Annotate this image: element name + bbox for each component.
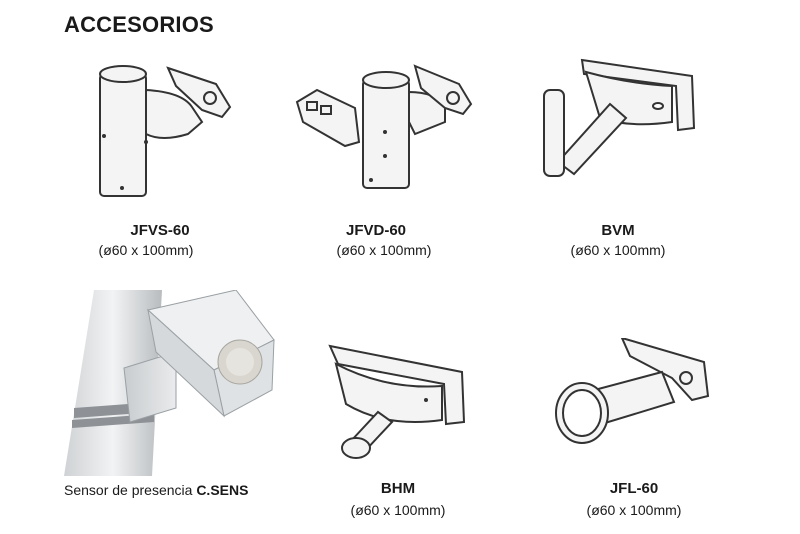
product-name: JFVD-60 bbox=[345, 222, 407, 239]
presence-sensor-photo bbox=[64, 290, 284, 476]
pole-top-bracket-double-icon bbox=[295, 62, 475, 192]
product-dimensions: (ø60 x 100mm) bbox=[98, 242, 194, 258]
pole-top-bracket-single-icon bbox=[92, 62, 232, 202]
product-dimensions: (ø60 x 100mm) bbox=[586, 502, 682, 518]
product-name: JFL-60 bbox=[609, 480, 659, 497]
sensor-name: C.SENS bbox=[196, 482, 249, 498]
side-entry-adapter-icon bbox=[552, 338, 712, 458]
sensor-label: Sensor de presencia bbox=[64, 482, 193, 498]
sensor-caption: Sensor de presencia C.SENS bbox=[64, 482, 248, 498]
product-dimensions: (ø60 x 100mm) bbox=[336, 242, 432, 258]
page-title: ACCESORIOS bbox=[64, 12, 214, 37]
product-name: BHM bbox=[380, 480, 416, 497]
wall-bracket-vertical-icon bbox=[540, 58, 700, 178]
product-name: JFVS-60 bbox=[130, 222, 190, 239]
product-dimensions: (ø60 x 100mm) bbox=[570, 242, 666, 258]
product-name: BVM bbox=[601, 222, 635, 239]
product-dimensions: (ø60 x 100mm) bbox=[350, 502, 446, 518]
wall-bracket-horizontal-icon bbox=[326, 342, 466, 462]
